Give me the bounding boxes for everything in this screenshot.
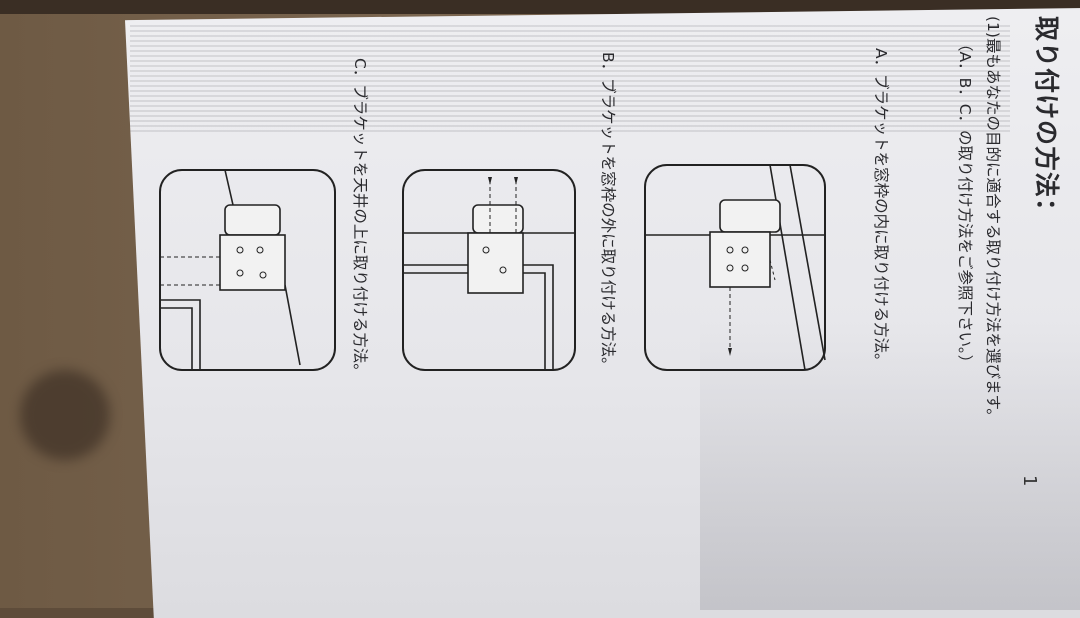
diagram-a-inside-window-frame <box>644 164 826 371</box>
page-title: 取り付けの方法： <box>1032 16 1061 225</box>
page-number: 1 <box>1019 475 1040 487</box>
method-c-label: C．ブラケットを天井の上に取り付ける方法。 <box>351 58 369 379</box>
document-page <box>125 8 1080 618</box>
dark-edge <box>0 0 1080 14</box>
diagram-c-on-ceiling <box>159 169 336 371</box>
diagram-b-outside-window-frame <box>402 169 576 371</box>
method-a-label: A．ブラケットを窓枠の内に取り付ける方法。 <box>872 48 890 369</box>
stain <box>20 370 110 460</box>
method-b-label: B．ブラケットを窓枠の外に取り付ける方法。 <box>599 52 617 373</box>
instruction-text: (1)最もあなたの目的に適合する取り付け方法を選びます。 <box>984 16 1002 424</box>
note-text: （A．B．C．の取り付け方法をご参照下さい。） <box>956 36 974 371</box>
scan-streak <box>130 25 1010 135</box>
page-shadow <box>700 320 1080 610</box>
